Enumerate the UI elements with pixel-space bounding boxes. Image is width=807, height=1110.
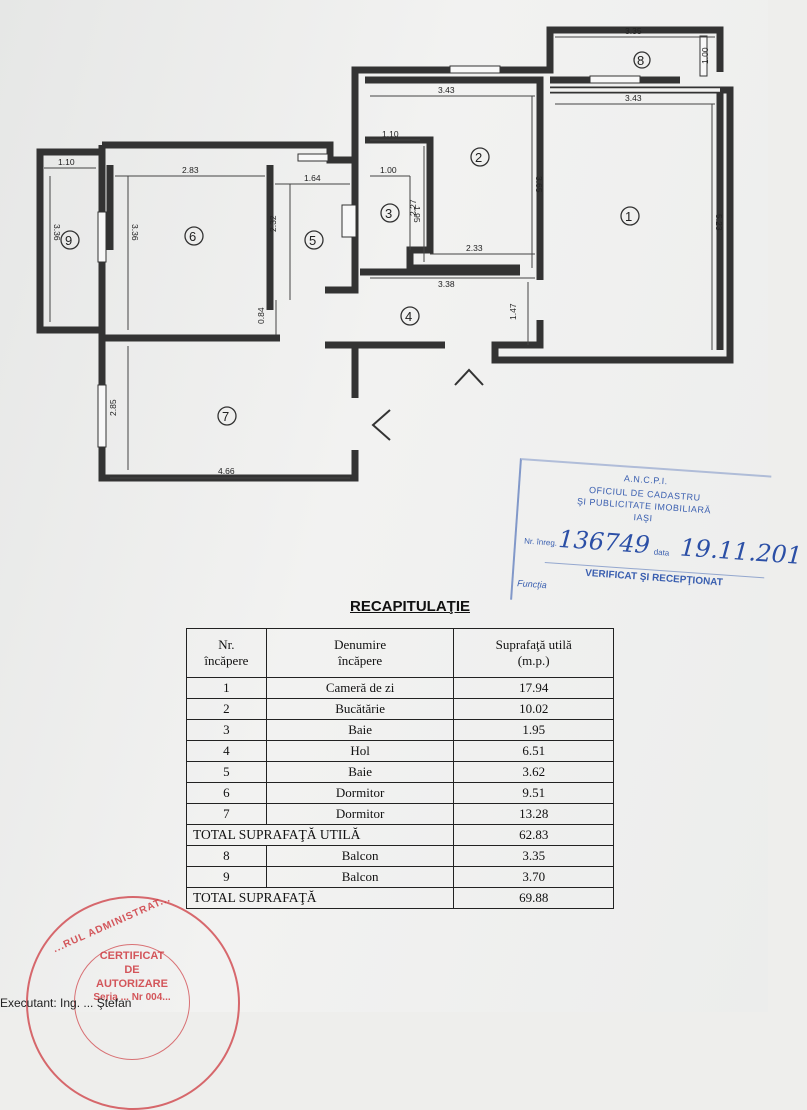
dim-2-33: 2.33 <box>466 243 483 253</box>
dim-1-64: 1.64 <box>304 173 321 183</box>
svg-text:6: 6 <box>189 229 196 244</box>
room-marker-7: 7 <box>217 406 237 426</box>
executant-signature: Executant: Ing. ... Ştefan <box>0 996 132 1010</box>
header-room-no: Nr. încăpere <box>186 628 267 678</box>
certificate-stamp: ...RUL ADMINISTRAT... CERTIFICAT DE AUTO… <box>26 893 240 1110</box>
total-useful-value: 62.83 <box>453 824 614 846</box>
header-room-name: Denumire încăpere <box>265 628 455 678</box>
dim-2-27: 2.27 <box>408 199 418 216</box>
certificate-line3: AUTORIZARE <box>96 978 168 990</box>
dimension-lines <box>44 36 715 479</box>
entrance-arrows <box>371 368 484 441</box>
recap-table: Nr. încăpere Denumire încăpere Suprafaţă… <box>185 628 614 909</box>
dim-1-10-kitchen: 1.10 <box>382 129 399 139</box>
ancpi-reg-label: Nr. înreg. <box>523 536 558 548</box>
certificate-line4: Seria ... Nr 004... <box>93 992 171 1003</box>
dim-3-35: 3.35 <box>625 26 642 36</box>
dim-3-38: 3.38 <box>438 279 455 289</box>
entrance-arrow-up <box>454 368 484 386</box>
recap-title: RECAPITULAŢIE <box>350 598 470 615</box>
room-marker-5: 5 <box>304 230 324 250</box>
total-value: 69.88 <box>453 887 614 909</box>
dim-1-95: 1.95 <box>412 206 422 223</box>
dim-3-36-room6: 3.36 <box>130 224 140 241</box>
total-useful-row: TOTAL SUPRAFAŢĂ UTILĂ 62.83 <box>185 824 614 846</box>
total-useful-label: TOTAL SUPRAFAŢĂ UTILĂ <box>185 824 455 846</box>
ancpi-reg-number: 136749 <box>557 524 651 560</box>
svg-text:2: 2 <box>475 150 482 165</box>
recap-header-row: Nr. încăpere Denumire încăpere Suprafaţă… <box>186 628 614 678</box>
dim-5-23: 5.23 <box>714 214 724 231</box>
room-marker-3: 3 <box>380 203 400 223</box>
svg-text:3: 3 <box>385 206 392 221</box>
header-area: Suprafaţă utilă (m.p.) <box>453 628 614 678</box>
ancpi-date-label: data <box>653 547 670 558</box>
dim-1-10-balcony: 1.10 <box>58 157 75 167</box>
dim-0-84: 0.84 <box>256 307 266 324</box>
dim-2-85: 2.85 <box>108 399 118 416</box>
room-markers: 1 2 3 4 5 6 7 8 9 <box>60 51 651 426</box>
ancpi-verified: VERIFICAT ŞI RECEPŢIONAT <box>543 561 765 592</box>
dim-1-00-balcony: 1.00 <box>700 47 710 64</box>
dim-1-47: 1.47 <box>508 303 518 320</box>
room-marker-6: 6 <box>184 226 204 246</box>
dimension-labels: 3.35 1.00 3.43 3.43 1.10 3.65 5.23 2.83 … <box>52 26 724 476</box>
ancpi-stamp: A.N.C.P.I. OFICIUL DE CADASTRU ŞI PUBLIC… <box>510 458 803 618</box>
certificate-line2: DE <box>124 964 140 976</box>
certificate-line1: CERTIFICAT <box>99 950 165 962</box>
dim-2-32: 2.32 <box>268 215 278 232</box>
svg-text:4: 4 <box>405 309 412 324</box>
svg-text:5: 5 <box>309 233 316 248</box>
room-marker-9: 9 <box>60 230 80 250</box>
dim-3-65: 3.65 <box>534 176 544 193</box>
dim-3-36-balcony: 3.36 <box>52 224 62 241</box>
dim-4-66: 4.66 <box>218 466 235 476</box>
dim-3-43-living: 3.43 <box>625 93 642 103</box>
total-row: TOTAL SUPRAFAŢĂ 69.88 <box>185 887 614 909</box>
dim-3-43-kitchen: 3.43 <box>438 85 455 95</box>
room-marker-8: 8 <box>633 51 651 69</box>
ancpi-date: 19.11.201 <box>679 533 803 570</box>
svg-text:1: 1 <box>625 209 632 224</box>
svg-text:9: 9 <box>65 233 72 248</box>
windows <box>97 35 708 448</box>
ancpi-function-label: Funcţia <box>516 578 548 591</box>
room-marker-1: 1 <box>620 206 640 226</box>
entrance-arrow-left <box>371 409 391 441</box>
room-marker-2: 2 <box>470 147 490 167</box>
room-marker-4: 4 <box>400 306 420 326</box>
dim-1-00-bath: 1.00 <box>380 165 397 175</box>
floor-plan: 3.35 1.00 3.43 3.43 1.10 3.65 5.23 2.83 … <box>36 26 734 482</box>
total-label: TOTAL SUPRAFAŢĂ <box>185 887 455 909</box>
svg-text:8: 8 <box>637 53 644 68</box>
svg-text:7: 7 <box>222 409 229 424</box>
dim-2-83: 2.83 <box>182 165 199 175</box>
